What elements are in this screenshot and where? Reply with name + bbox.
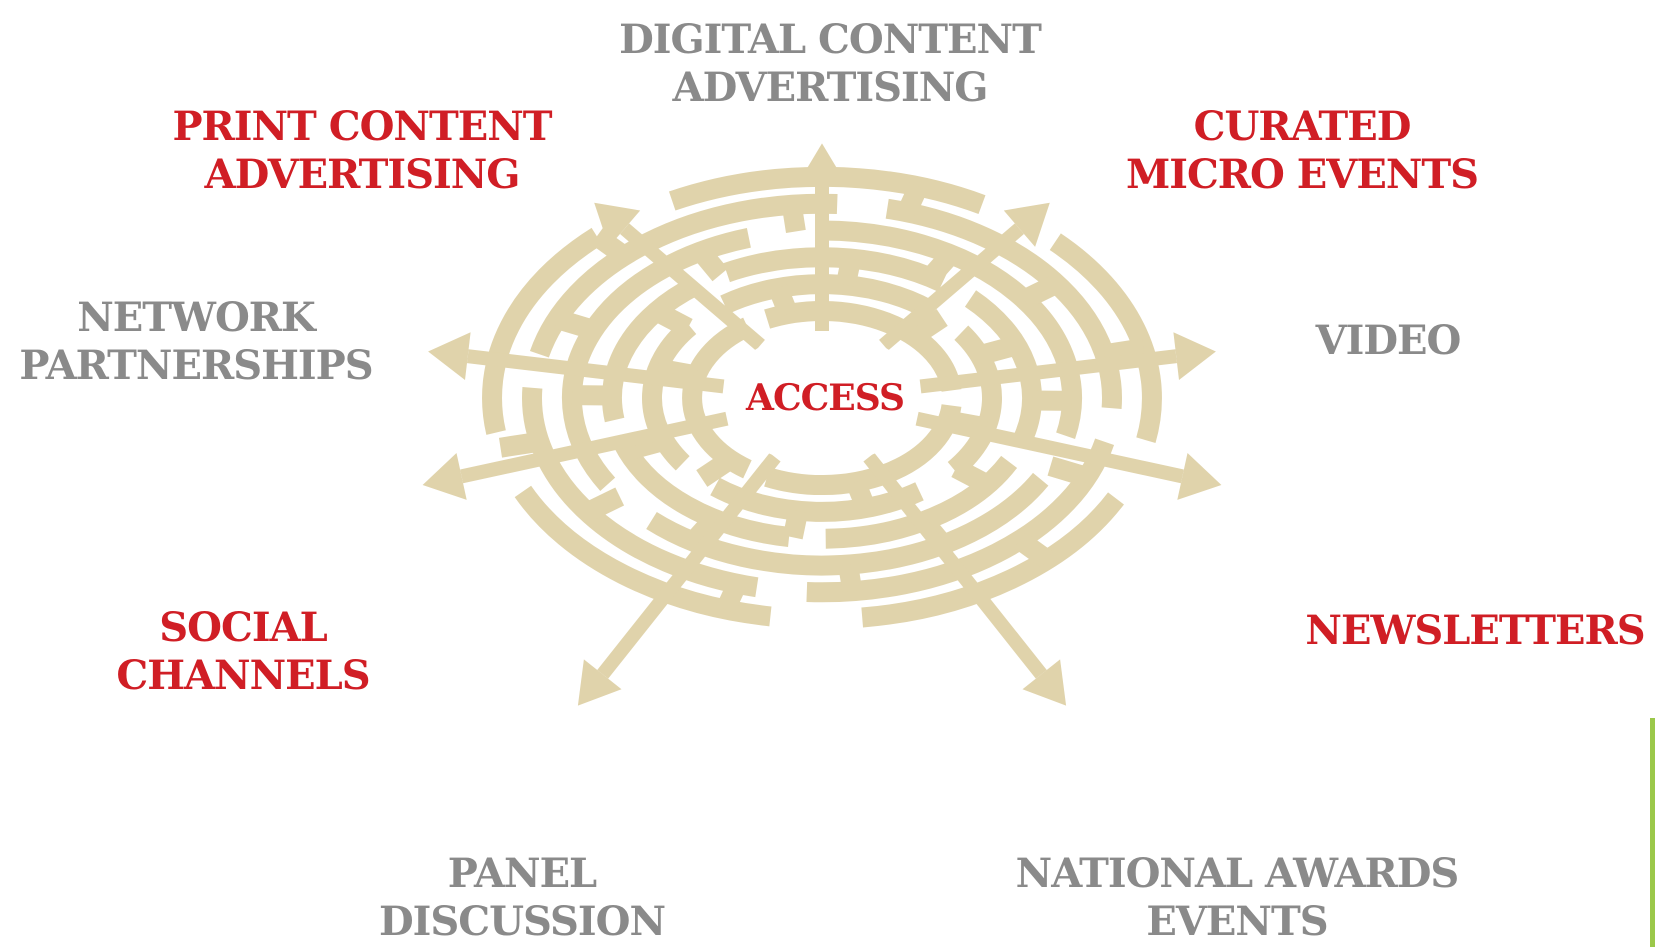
arrow-curated-head — [1003, 202, 1050, 247]
arrow-social-head — [422, 453, 467, 500]
maze-ring-segment-10 — [964, 290, 1042, 444]
maze-wall-4 — [768, 284, 798, 318]
maze-ring-segment-6 — [947, 325, 1003, 478]
maze-ring-segment-1 — [682, 317, 752, 479]
maze-wall-7 — [783, 508, 809, 540]
maze-arrows — [422, 143, 1222, 706]
maze-wall-19 — [583, 487, 625, 522]
maze-ring-segment-7 — [614, 439, 791, 547]
arrow-digital-head — [798, 143, 846, 184]
maze-ring-segment-21 — [861, 492, 1124, 628]
arrow-panel-head — [577, 659, 622, 706]
maze-ring-segment-4 — [641, 318, 697, 471]
maze-ring-segment-2 — [764, 300, 962, 393]
maze-wall-23 — [1047, 456, 1090, 487]
maze-wall-11 — [976, 335, 1020, 365]
maze-wall-20 — [554, 309, 597, 340]
maze-wall-22 — [1019, 274, 1061, 309]
maze-wall-27 — [897, 182, 928, 217]
arrow-panel-shaft — [597, 452, 781, 679]
maze-wall-2 — [696, 451, 736, 487]
maze-wall-15 — [693, 245, 728, 282]
maze-ring-segment-23 — [482, 227, 603, 435]
maze-wall-9 — [651, 302, 693, 337]
maze-wall-21 — [781, 203, 806, 233]
corner-accent-bar — [1650, 718, 1655, 947]
arrow-network-shaft — [466, 349, 725, 394]
arrow-social-shaft — [460, 411, 729, 484]
maze-wall-8 — [624, 431, 668, 461]
label-newsletters: NEWSLETTERS — [1305, 607, 1645, 654]
maze-wall-3 — [656, 358, 699, 386]
maze-rings — [482, 166, 1162, 628]
arrow-video-shaft — [919, 349, 1178, 394]
maze-wall-24 — [716, 579, 747, 614]
maze-center-hub — [724, 332, 920, 464]
arrow-awards-shaft — [863, 452, 1047, 679]
maze-wall-26 — [591, 228, 631, 265]
maze-wall-16 — [922, 247, 959, 285]
arrow-newsletters-shaft — [915, 411, 1184, 484]
arrow-network-head — [428, 332, 471, 380]
maze-wall-5 — [908, 309, 948, 345]
center-access-label: ACCESS — [746, 377, 905, 419]
arrow-curated-shaft — [879, 223, 1024, 351]
maze-wall-28 — [1103, 338, 1146, 365]
maze-wall-18 — [838, 563, 863, 593]
arrow-awards-head — [1022, 659, 1067, 706]
maze-wall-25 — [498, 431, 541, 458]
maze-wall-1 — [846, 478, 876, 512]
maze-spokes — [460, 183, 1184, 679]
maze-wall-6 — [951, 459, 993, 494]
arrow-print-shaft — [620, 223, 765, 351]
maze-wall-13 — [685, 511, 722, 549]
maze-ring-segment-8 — [602, 276, 701, 423]
maze-ring-segment-9 — [723, 247, 947, 292]
label-video: VIDEO — [1315, 317, 1462, 364]
arrow-newsletters-head — [1177, 453, 1222, 500]
arrow-video-head — [1173, 332, 1216, 380]
maze-ring-segment-20 — [1049, 233, 1162, 443]
maze-wall-10 — [835, 256, 861, 288]
maze-wall-29 — [1013, 531, 1053, 568]
arrow-print-head — [594, 202, 641, 247]
